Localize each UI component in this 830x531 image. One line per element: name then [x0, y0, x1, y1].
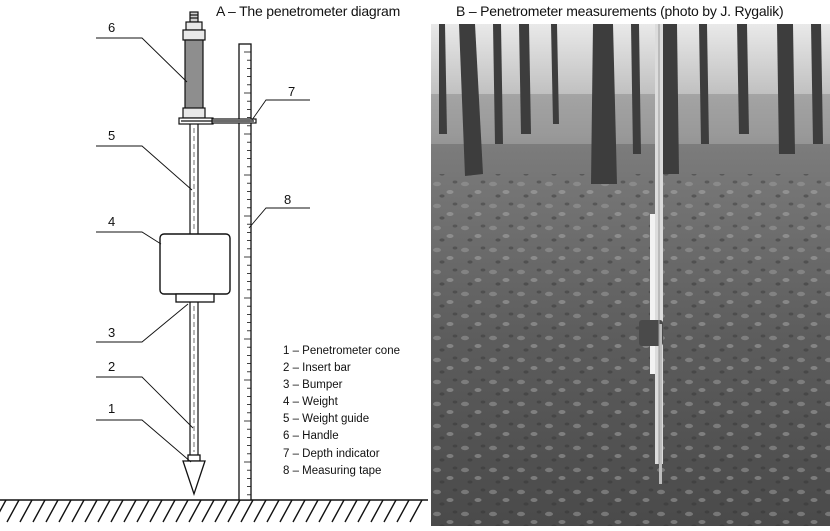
- depth-indicator: [178, 117, 257, 125]
- callout-4: 4: [108, 214, 116, 229]
- penetrometer-cone: [182, 454, 206, 497]
- legend-item: 7 – Depth indicator: [283, 447, 380, 460]
- handle-top: [182, 11, 206, 41]
- legend-item: 4 – Weight: [283, 396, 338, 409]
- diagram-title: A – The penetrometer diagram: [216, 3, 401, 19]
- callout-3: 3: [108, 325, 116, 340]
- legend-item: 1 – Penetrometer cone: [283, 345, 400, 357]
- callout-2: 2: [108, 359, 116, 374]
- tree-trunks: [439, 24, 823, 184]
- penetrometer-drawing: [0, 11, 428, 523]
- weight-guide: [189, 124, 199, 234]
- penetrometer-in-photo: [639, 24, 663, 484]
- ground: [0, 499, 428, 523]
- callout-7: 7: [288, 84, 296, 99]
- legend-item: 6 – Handle: [283, 430, 339, 443]
- legend-item: 5 – Weight guide: [283, 413, 370, 426]
- callout-1: 1: [108, 401, 116, 416]
- callout-6: 6: [108, 20, 116, 35]
- legend-item: 2 – Insert bar: [283, 362, 351, 375]
- photo-title: B – Penetrometer measurements (photo by …: [456, 3, 784, 19]
- callout-5: 5: [108, 128, 116, 143]
- diagram-panel: 1 2 3 4 5 6 7 8 1 – Penetrometer cone 2 …: [0, 11, 428, 523]
- insert-bar: [189, 302, 199, 455]
- legend-item: 3 – Bumper: [283, 379, 343, 392]
- handle: [182, 39, 206, 119]
- callout-leaders: [96, 37, 310, 463]
- weight: [159, 233, 231, 295]
- legend: 1 – Penetrometer cone 2 – Insert bar 3 –…: [283, 343, 400, 480]
- callout-8: 8: [284, 192, 292, 207]
- bumper: [175, 293, 215, 303]
- legend-item: 8 – Measuring tape: [283, 464, 382, 477]
- measuring-tape: [238, 43, 252, 501]
- forest-photo: [431, 24, 830, 526]
